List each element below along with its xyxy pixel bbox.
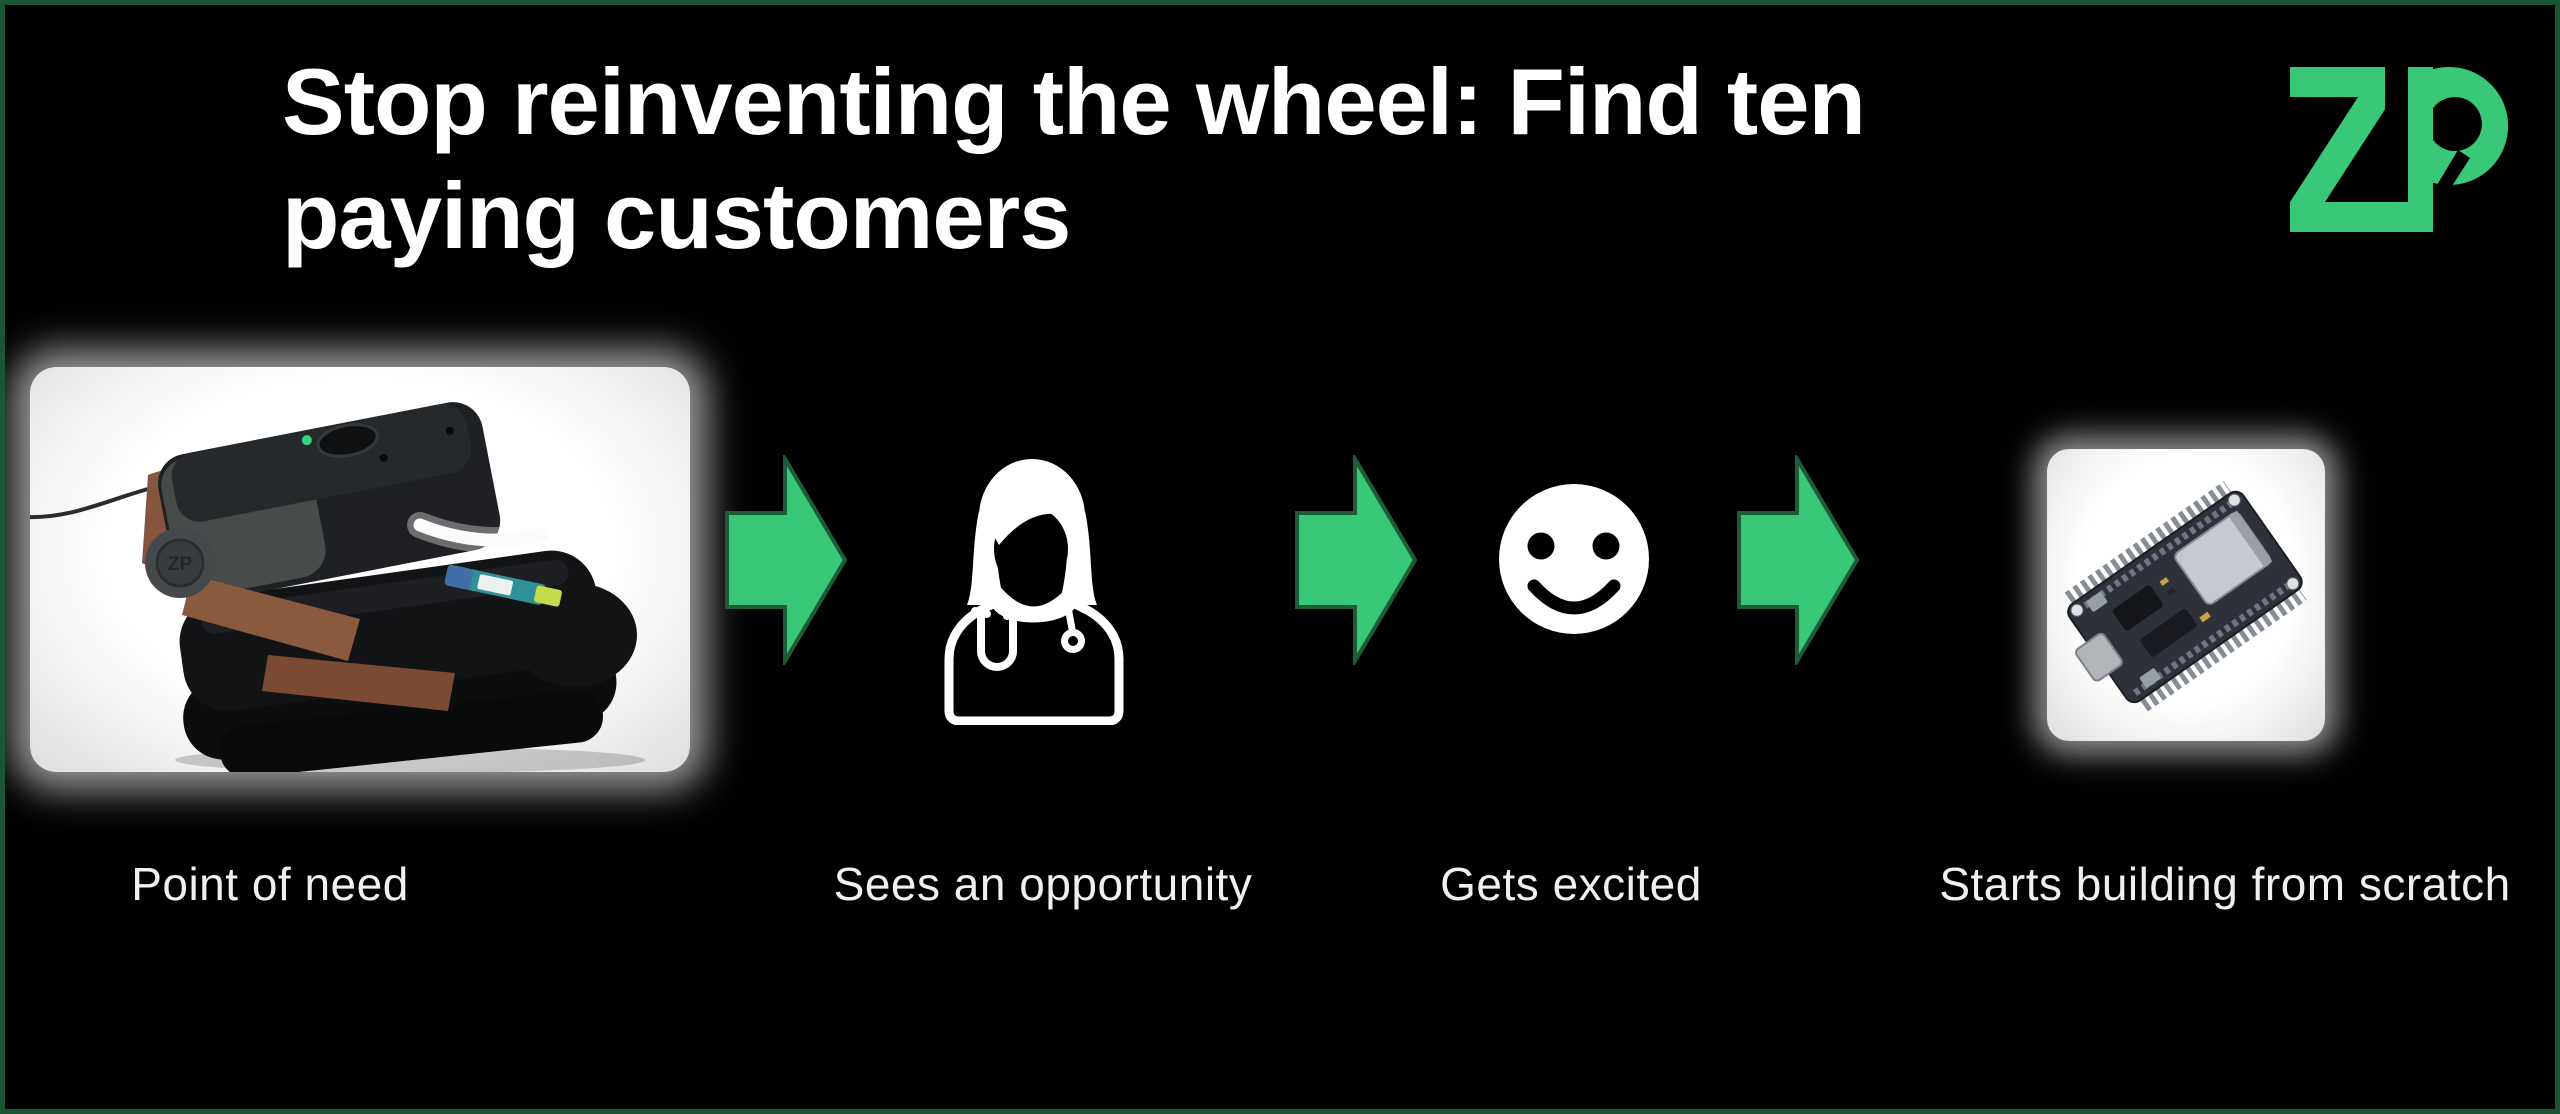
chip-2 — [2140, 608, 2197, 657]
step-label-point-of-need: Point of need — [131, 858, 409, 910]
device-hinge: ZP — [145, 528, 215, 598]
stethoscope-chestpiece-center — [1068, 636, 1078, 646]
device-badge-text: ZP — [168, 554, 193, 575]
page-title: Stop reinventing the wheel: Find ten pay… — [282, 45, 2242, 273]
logo-letter-z — [2290, 67, 2433, 232]
antenna-zone — [2228, 510, 2273, 568]
logo-letter-p-stem — [2408, 67, 2433, 232]
device-button — [316, 423, 379, 458]
usb-port — [2075, 632, 2123, 682]
mount-hole-1 — [2070, 603, 2084, 617]
smiley-icon — [1499, 484, 1649, 634]
device-leather-strip — [262, 655, 455, 711]
board-button-1 — [2086, 592, 2108, 612]
doctor-fringe — [992, 491, 1077, 545]
device-led-green — [301, 435, 312, 446]
device-clip-arm — [182, 575, 360, 661]
stethoscope-earpiece-left — [971, 607, 991, 618]
circuit-board-photo — [2047, 449, 2325, 741]
device-illustration: ZP — [30, 402, 645, 772]
mount-hole-3 — [2286, 577, 2300, 591]
smiley-eye-right — [1592, 532, 1620, 560]
arrow-shape — [725, 455, 847, 665]
stethoscope-tube-right — [1064, 603, 1076, 633]
stethoscope-earpiece-right — [1003, 609, 1023, 620]
doctor-hair-right-lock — [1059, 511, 1097, 605]
doctor-collar — [990, 586, 1078, 620]
step-label-sees-an-opportunity: Sees an opportunity — [833, 858, 1253, 910]
smiley-mouth — [1527, 579, 1621, 615]
logo-mask-left — [2385, 67, 2408, 199]
title-line-1: Stop reinventing the wheel: Find ten — [282, 49, 1866, 154]
logo-notch — [2431, 150, 2470, 200]
step-label-starts-building-from-scratch: Starts building from scratch — [1939, 858, 2511, 910]
arrow-shape — [1737, 455, 1859, 665]
smiley-eye-left — [1527, 532, 1555, 560]
mount-hole-2 — [2227, 493, 2241, 507]
arrow-shape — [1295, 455, 1417, 665]
circuit-board-illustration — [2064, 481, 2307, 712]
flow-arrow-2 — [1295, 455, 1417, 665]
device-wire — [30, 487, 149, 520]
product-device-photo: ZP — [30, 367, 690, 772]
device-led-strip — [413, 518, 549, 547]
stethoscope-tube-left — [977, 611, 1017, 671]
board-button-2 — [2139, 668, 2161, 688]
device-jaw — [513, 583, 637, 687]
flow-arrow-3 — [1737, 455, 1859, 665]
test-strip — [444, 564, 562, 607]
step-label-gets-excited: Gets excited — [1440, 858, 1702, 910]
doctor-icon — [944, 459, 1124, 725]
chip-1 — [2112, 585, 2163, 631]
pin-row-bottom — [2140, 589, 2307, 712]
zp-logo — [2290, 67, 2508, 232]
flow-arrow-1 — [725, 455, 847, 665]
title-line-2: paying customers — [282, 163, 1071, 268]
doctor-coat — [944, 596, 1124, 725]
